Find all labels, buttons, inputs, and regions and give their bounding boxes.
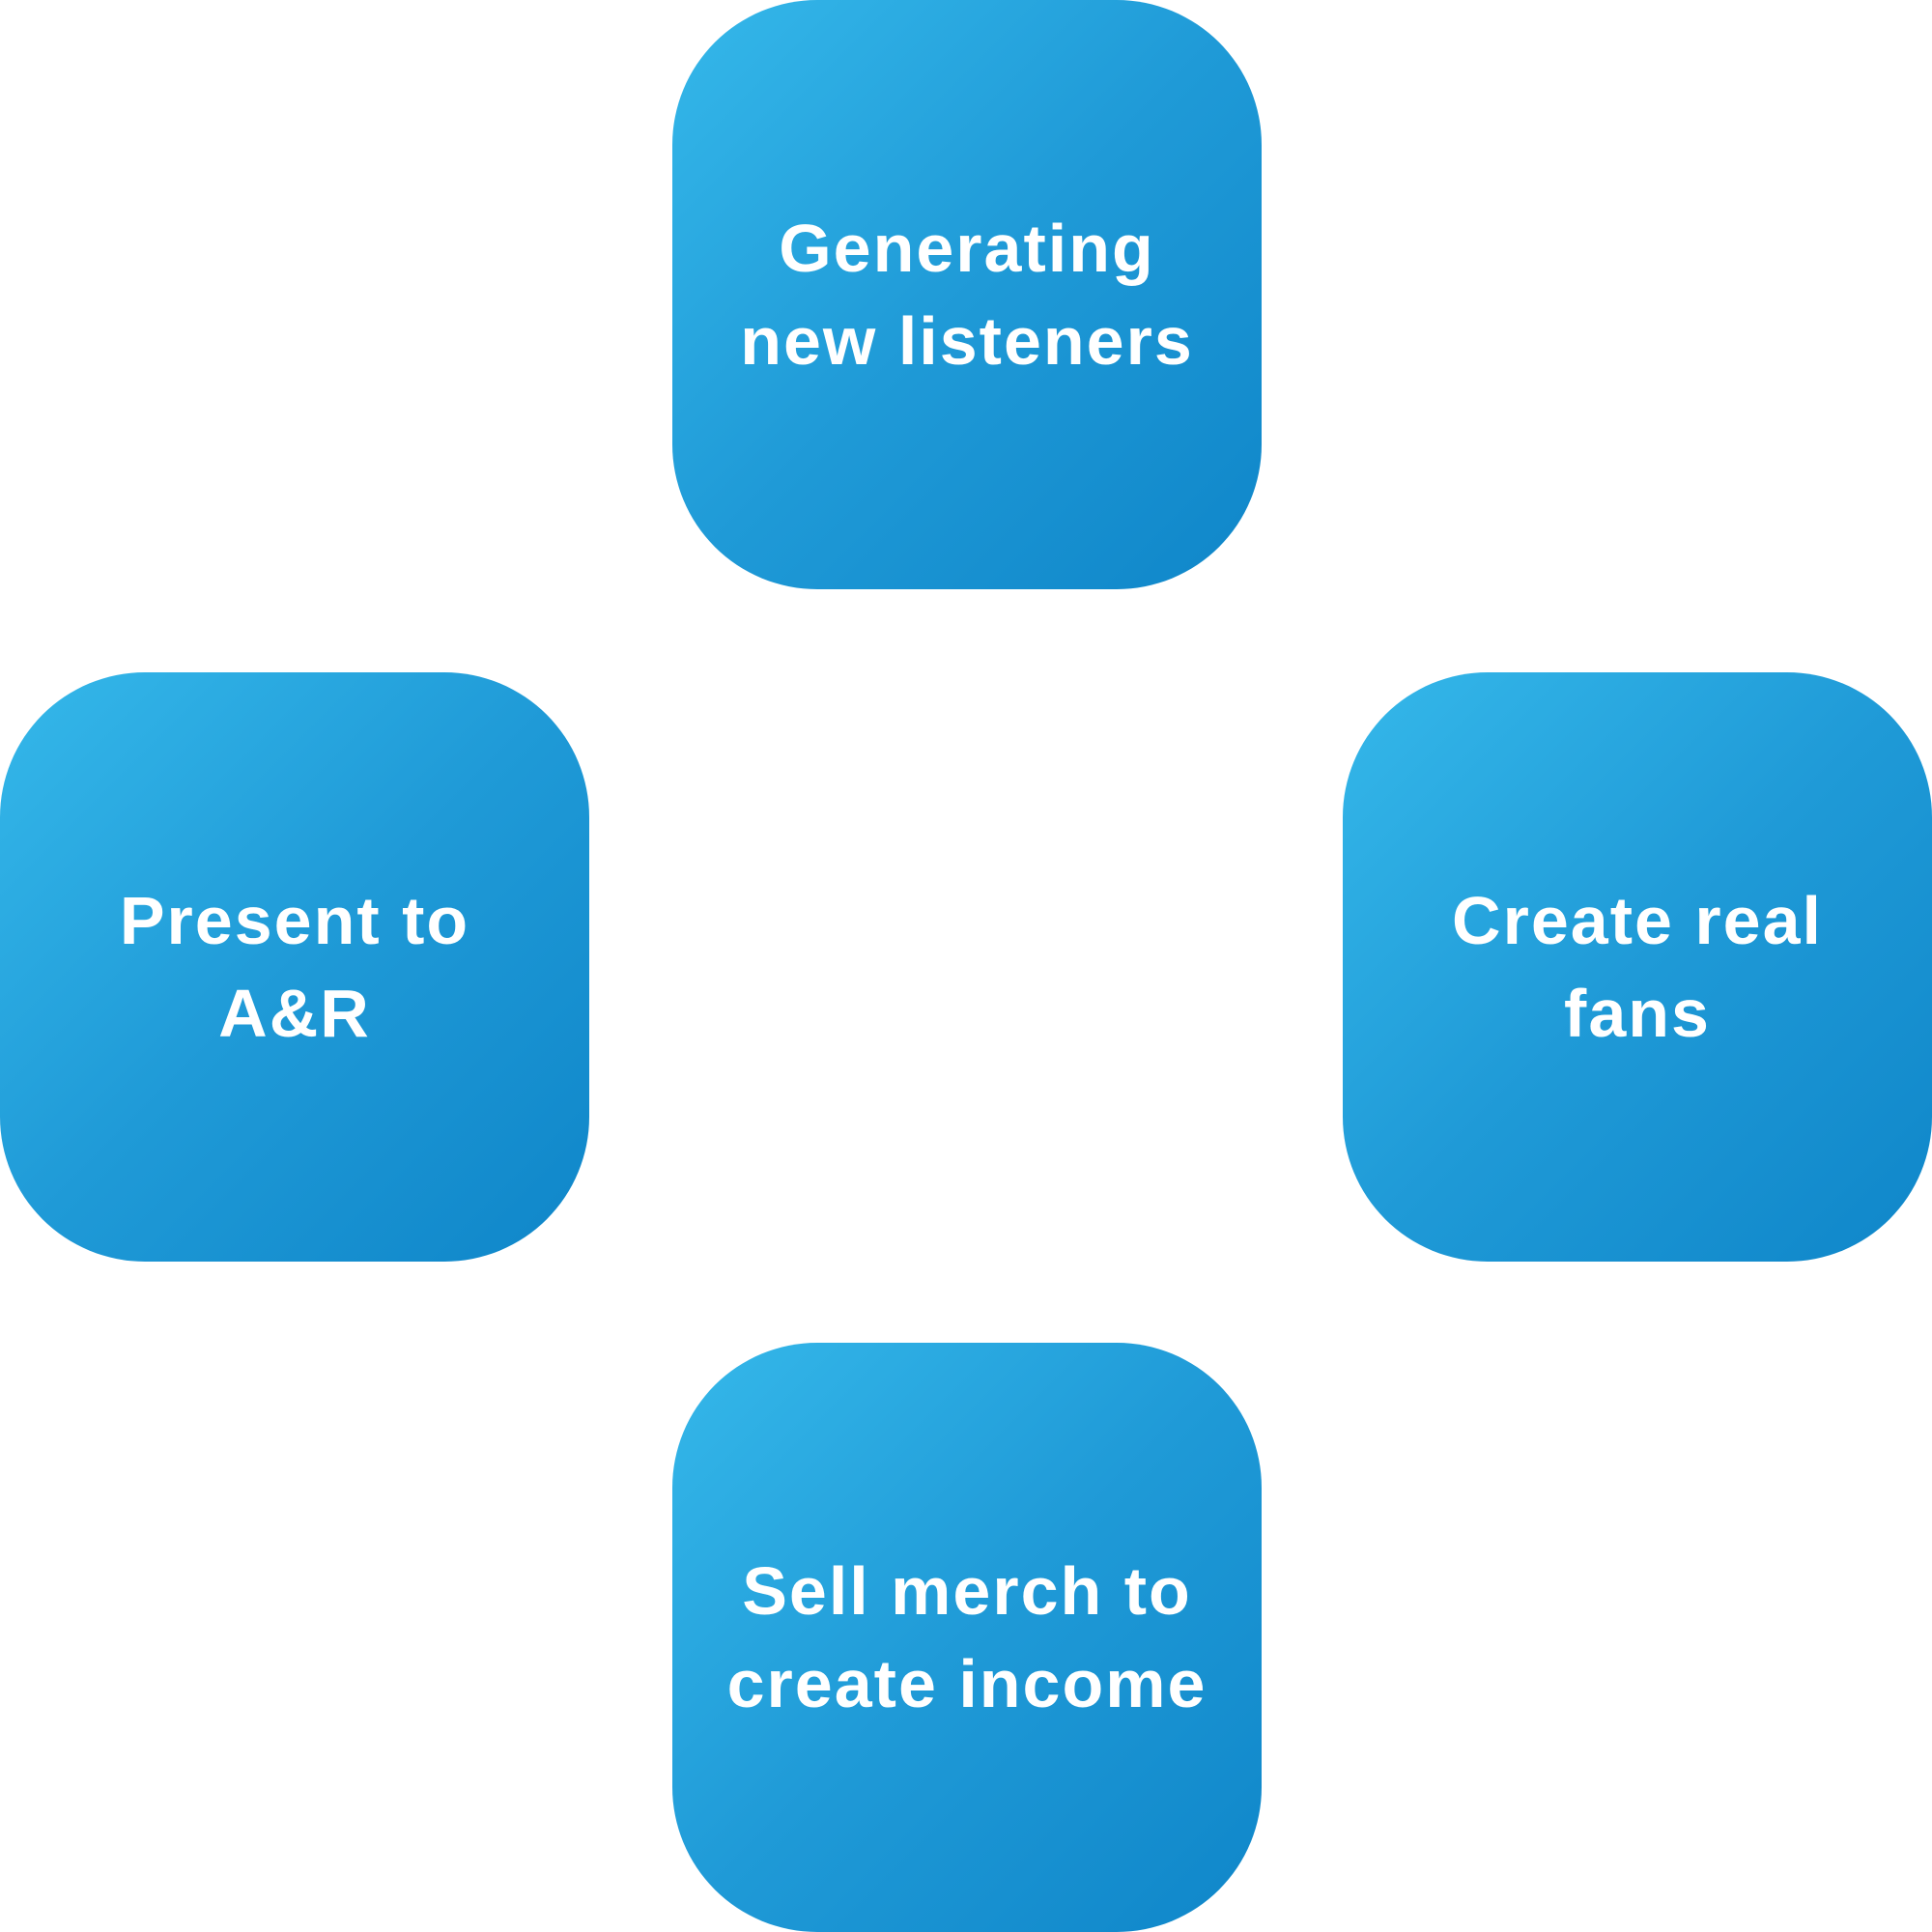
tile-present-to-ar: Present to A&R — [0, 672, 589, 1262]
tile-label: Present to A&R — [119, 883, 470, 1051]
tile-label: Create real fans — [1452, 883, 1823, 1051]
tile-create-real-fans: Create real fans — [1343, 672, 1932, 1262]
tile-sell-merch: Sell merch to create income — [672, 1343, 1262, 1932]
tile-generating-new-listeners: Generating new listeners — [672, 0, 1262, 589]
tile-label: Generating new listeners — [740, 211, 1194, 379]
tile-label: Sell merch to create income — [726, 1553, 1208, 1721]
